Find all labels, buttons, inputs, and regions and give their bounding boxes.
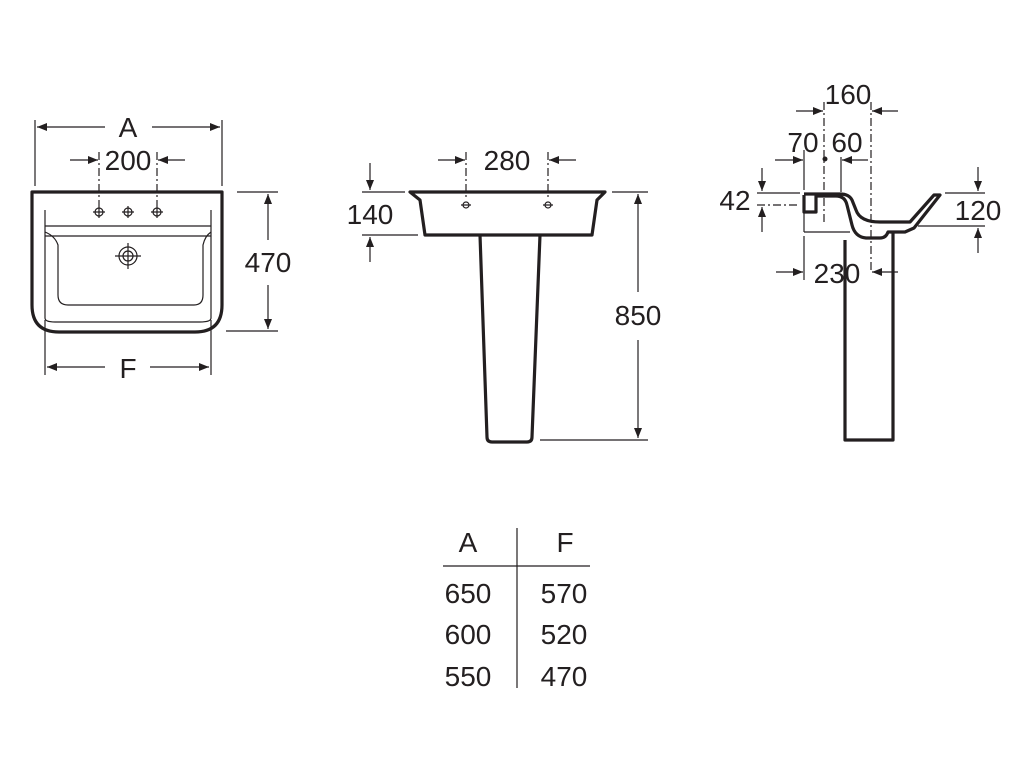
basin-front-outline — [408, 190, 607, 237]
dimension-140: 140 — [347, 199, 394, 230]
drain-icon — [115, 243, 141, 269]
pedestal-side-outline — [843, 232, 895, 442]
dimension-A: A — [119, 112, 138, 143]
dimension-160: 160 — [825, 79, 872, 110]
table-cell: 550 — [445, 661, 492, 692]
dimension-70: 70 — [787, 127, 818, 158]
table-cell: 520 — [541, 619, 588, 650]
table-cell: 470 — [541, 661, 588, 692]
dimension-60: 60 — [831, 127, 862, 158]
dimension-850: 850 — [615, 300, 662, 331]
basin-side-outline — [802, 192, 942, 240]
table-header-A: A — [459, 527, 478, 558]
dimension-230: 230 — [814, 258, 861, 289]
basin-top-view: A 200 470 F — [30, 112, 292, 384]
basin-inner-rim — [44, 210, 212, 323]
table-header-F: F — [556, 527, 573, 558]
pedestal-front-view: 280 140 850 — [347, 145, 662, 444]
size-table: A F 650 570 600 520 550 470 — [443, 527, 590, 692]
dimension-120: 120 — [955, 195, 1002, 226]
dimension-470: 470 — [245, 247, 292, 278]
dimension-42: 42 — [719, 185, 750, 216]
table-cell: 650 — [445, 578, 492, 609]
basin-bowl — [44, 231, 212, 306]
table-cell: 570 — [541, 578, 588, 609]
side-profile-view: 160 70 60 42 120 230 — [719, 79, 1002, 442]
dimension-200: 200 — [105, 145, 152, 176]
dimension-280: 280 — [484, 145, 531, 176]
pedestal-outline — [478, 234, 542, 444]
table-cell: 600 — [445, 619, 492, 650]
dimension-F: F — [119, 353, 136, 384]
tap-hole-icons — [93, 206, 163, 218]
basin-outline — [30, 190, 224, 334]
